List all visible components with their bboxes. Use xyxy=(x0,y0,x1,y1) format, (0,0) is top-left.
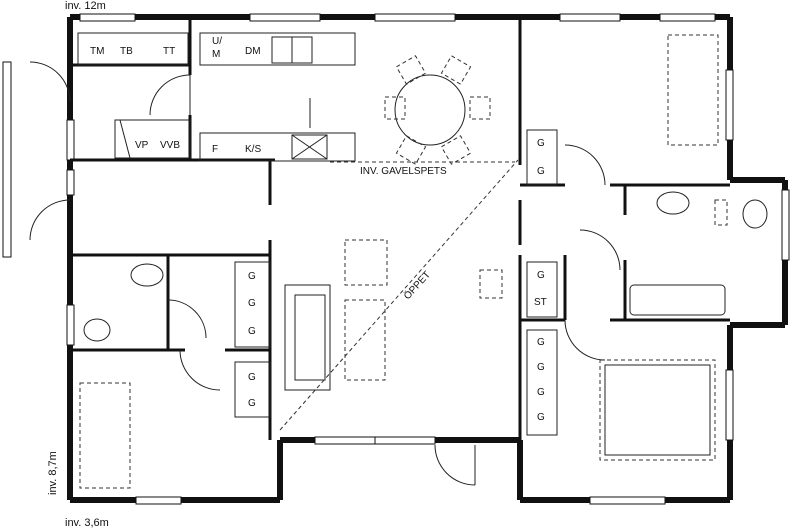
dimension-bottom: inv. 3,6m xyxy=(65,517,109,529)
labels: inv. 12m inv. 8,7m inv. 3,6m INV. GAVELS… xyxy=(47,0,547,529)
closet-g: G xyxy=(537,387,545,398)
appliance-vvb: VVB xyxy=(160,140,180,151)
bathroom-fixtures xyxy=(83,191,768,342)
annotation-gable-peak: INV. GAVELSPETS xyxy=(360,166,447,177)
bedrooms xyxy=(79,34,719,489)
closet-g: G xyxy=(537,337,545,348)
door-swings xyxy=(29,61,621,486)
closet-g: G xyxy=(537,362,545,373)
closet-g: G xyxy=(248,398,256,409)
outer-walls xyxy=(67,14,788,503)
dimension-top: inv. 12m xyxy=(65,0,106,12)
closet-g: G xyxy=(537,270,545,281)
appliance-tt: TT xyxy=(163,46,175,57)
appliance-f: F xyxy=(212,144,218,155)
closet-st: ST xyxy=(534,297,547,308)
annotation-open: ÖPPET xyxy=(401,269,433,302)
dining-table xyxy=(384,55,491,165)
appliance-vp: VP xyxy=(135,140,149,151)
closet-g: G xyxy=(248,271,256,282)
svg-text:M: M xyxy=(212,49,220,60)
appliance-um: U/ xyxy=(212,36,222,47)
closet-g: G xyxy=(537,166,545,177)
living-furniture xyxy=(279,159,519,431)
closet-g: G xyxy=(537,412,545,423)
closet-g: G xyxy=(248,372,256,383)
closet-g: G xyxy=(537,138,545,149)
windows xyxy=(2,13,790,505)
appliance-tb: TB xyxy=(120,46,133,57)
appliance-ks: K/S xyxy=(245,144,261,155)
closets xyxy=(234,129,558,436)
appliance-tm: TM xyxy=(90,46,104,57)
closet-g: G xyxy=(248,326,256,337)
kitchen-counters xyxy=(77,32,356,162)
appliance-dm: DM xyxy=(245,46,261,57)
closet-g: G xyxy=(248,298,256,309)
dimension-left: inv. 8,7m xyxy=(47,451,59,495)
